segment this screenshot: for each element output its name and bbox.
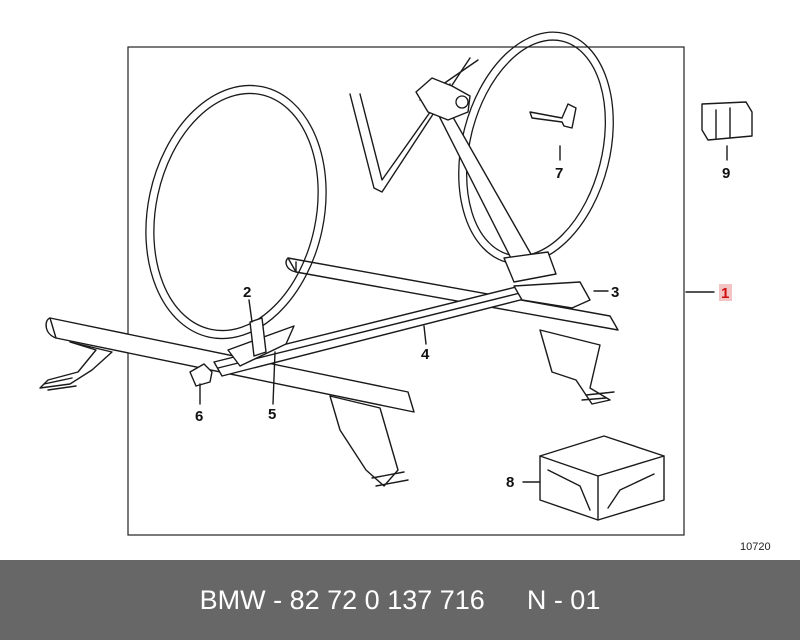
- front-wheel: [145, 84, 327, 340]
- bushing: [701, 101, 753, 141]
- footer-bar: BMW - 82 72 0 137 716 N - 01: [0, 560, 800, 640]
- footer-page: N - 01: [526, 584, 601, 615]
- downtube-holder-arm: [415, 77, 541, 277]
- callout-1: 1: [721, 285, 729, 302]
- end-cap: [189, 363, 213, 387]
- callout-2: 2: [243, 284, 251, 301]
- bike-carrier-diagram: 1 2 3 4 5 6 7 8 9: [39, 31, 753, 536]
- callout-5: 5: [268, 406, 276, 423]
- footer-part-number: BMW - 82 72 0 137 716: [199, 584, 485, 615]
- callout-6: 6: [195, 408, 203, 425]
- callout-9: 9: [722, 165, 730, 182]
- callout-4: 4: [421, 346, 430, 363]
- callout-3: 3: [611, 284, 619, 301]
- carrier-rail: [213, 251, 591, 377]
- package-box: [539, 435, 665, 521]
- callout-7: 7: [555, 165, 563, 182]
- key: [529, 103, 577, 129]
- front-roof-bar: [39, 317, 415, 487]
- callout-8: 8: [506, 474, 514, 491]
- reference-code: 10720: [740, 541, 771, 553]
- leader-lines: [199, 145, 728, 483]
- diagram-frame: [127, 46, 685, 536]
- callout-1-highlight: [719, 284, 732, 301]
- wheel-holder: [227, 317, 295, 367]
